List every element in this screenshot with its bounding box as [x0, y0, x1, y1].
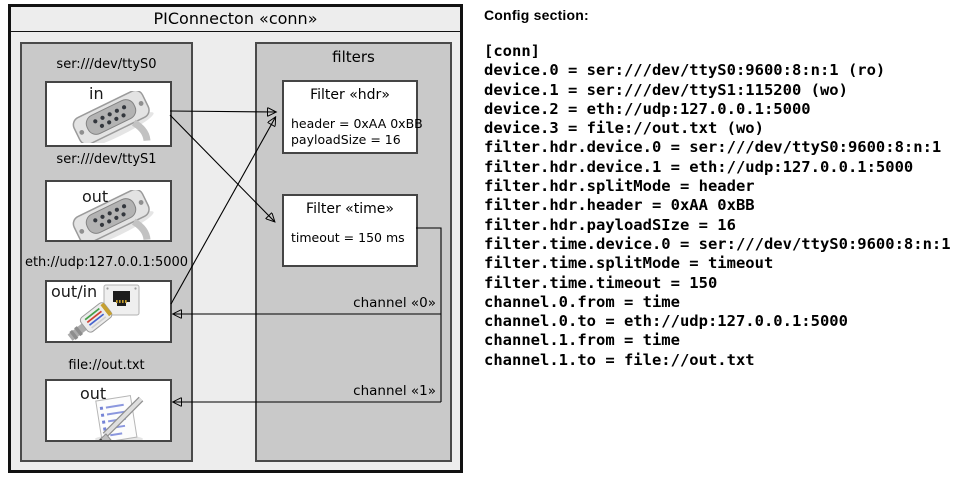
config-line: filter.hdr.splitMode = header — [484, 177, 755, 196]
config-section: Config section: [conn] device.0 = ser://… — [484, 0, 962, 484]
channel-0-label: channel «0» — [353, 295, 436, 311]
config-line: channel.0.to = eth://udp:127.0.0.1:5000 — [484, 312, 848, 331]
config-line: channel.1.from = time — [484, 331, 680, 350]
ethernet-cable-icon — [67, 302, 113, 341]
config-heading: Config section: — [484, 7, 589, 23]
config-line: filter.hdr.device.0 = ser:///dev/ttyS0:9… — [484, 138, 942, 157]
config-line: device.1 = ser:///dev/ttyS1:115200 (wo) — [484, 80, 848, 99]
ethernet-jack-icon — [103, 284, 140, 316]
config-line: filter.hdr.payloadSIze = 16 — [484, 215, 736, 234]
filter-box-hdr: Filter «hdr» header = 0xAA 0xBB payloadS… — [282, 80, 423, 154]
config-line: channel.0.from = time — [484, 292, 680, 311]
connection-diagram: PIConnecton «conn» ser:///dev/ttyS0 in — [8, 4, 463, 473]
device-uri-label: ser:///dev/ttyS1 — [56, 152, 157, 167]
port-label: out/in — [51, 282, 98, 301]
filters-container: filters Filter «hdr» header = 0xAA 0xBB … — [255, 42, 452, 462]
config-line: filter.hdr.device.1 = eth://udp:127.0.0.… — [484, 157, 914, 176]
config-line: device.0 = ser:///dev/ttyS0:9600:8:n:1 (… — [484, 61, 886, 80]
filters-title: filters — [332, 48, 375, 66]
filter-attribute: timeout = 150 ms — [291, 230, 405, 245]
device-uri-label: ser:///dev/ttyS0 — [56, 57, 157, 72]
serial-connector-icon — [72, 190, 154, 240]
diagram-title: PIConnecton «conn» — [11, 7, 460, 32]
device-box-eth: out/in — [45, 280, 172, 343]
devices-container: ser:///dev/ttyS0 in — [20, 42, 193, 462]
port-label: in — [89, 84, 104, 103]
device-box-ttys1: out — [45, 180, 172, 242]
config-line: filter.hdr.header = 0xAA 0xBB — [484, 196, 755, 215]
config-line: filter.time.splitMode = timeout — [484, 254, 774, 273]
device-box-file: out — [45, 379, 172, 442]
channel-1-label: channel «1» — [353, 383, 436, 399]
port-label: out — [80, 384, 107, 403]
config-line: [conn] — [484, 42, 540, 60]
config-lines: [conn] device.0 = ser:///dev/ttyS0:9600:… — [484, 42, 951, 370]
config-line: filter.time.device.0 = ser:///dev/ttyS0:… — [484, 234, 951, 253]
filter-attribute: payloadSize = 16 — [291, 132, 401, 147]
device-uri-label: file://out.txt — [68, 358, 145, 373]
device-uri-label: eth://udp:127.0.0.1:5000 — [24, 255, 189, 270]
filter-box-time: Filter «time» timeout = 150 ms — [282, 194, 418, 267]
config-line: filter.time.timeout = 150 — [484, 273, 718, 292]
filter-title: Filter «time» — [306, 201, 394, 217]
serial-connector-icon — [72, 91, 154, 143]
notepad-pencil-icon — [95, 395, 144, 440]
device-box-ttys0: in — [45, 81, 172, 147]
port-label: out — [82, 187, 109, 206]
config-line: device.2 = eth://udp:127.0.0.1:5000 — [484, 99, 811, 118]
config-line: channel.1.to = file://out.txt — [484, 350, 755, 369]
config-line: device.3 = file://out.txt (wo) — [484, 119, 764, 138]
filter-title: Filter «hdr» — [310, 87, 390, 103]
filter-attribute: header = 0xAA 0xBB — [291, 116, 423, 131]
